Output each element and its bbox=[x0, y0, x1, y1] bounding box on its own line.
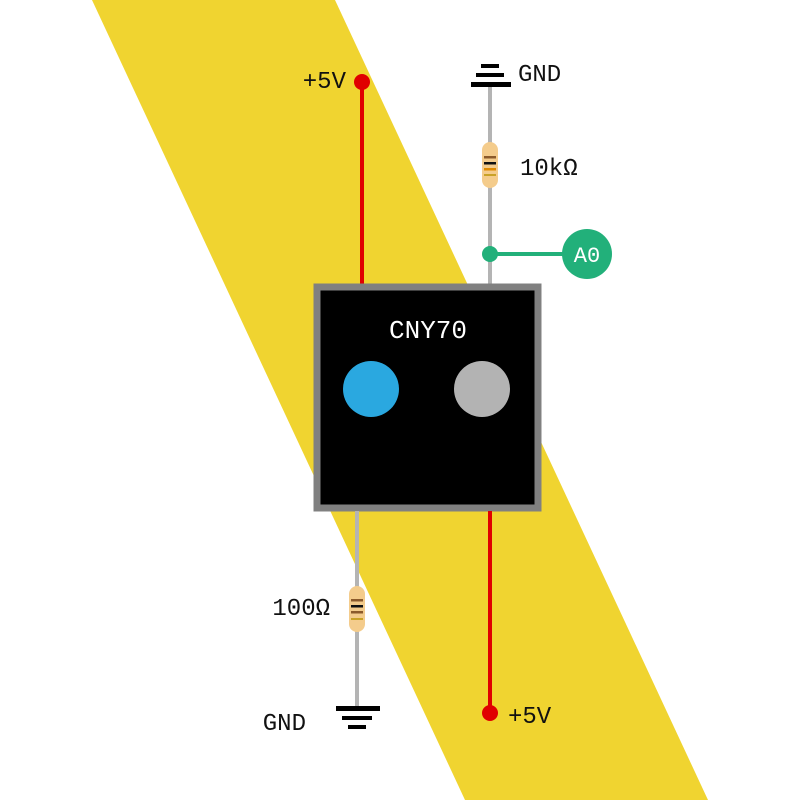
bottom-ground-label: GND bbox=[263, 711, 306, 738]
sensor-name-label: CNY70 bbox=[389, 316, 467, 346]
phototransistor-icon bbox=[454, 361, 510, 417]
a0-pin-badge bbox=[562, 229, 612, 279]
emitter-resistor-label: 100Ω bbox=[272, 596, 330, 623]
bottom-ground-icon bbox=[336, 706, 380, 729]
emitter-resistor-icon bbox=[349, 586, 365, 632]
pullup-resistor-label: 10kΩ bbox=[520, 156, 578, 183]
top-supply-terminal bbox=[354, 74, 370, 90]
bottom-supply-label: +5V bbox=[508, 704, 552, 731]
ir-emitter-icon bbox=[343, 361, 399, 417]
top-ground-label: GND bbox=[518, 62, 561, 89]
top-ground-icon bbox=[471, 64, 511, 87]
a0-pin-label: A0 bbox=[574, 244, 600, 269]
pullup-resistor-icon bbox=[482, 142, 498, 188]
top-supply-label: +5V bbox=[303, 69, 347, 96]
bottom-supply-terminal bbox=[482, 705, 498, 721]
